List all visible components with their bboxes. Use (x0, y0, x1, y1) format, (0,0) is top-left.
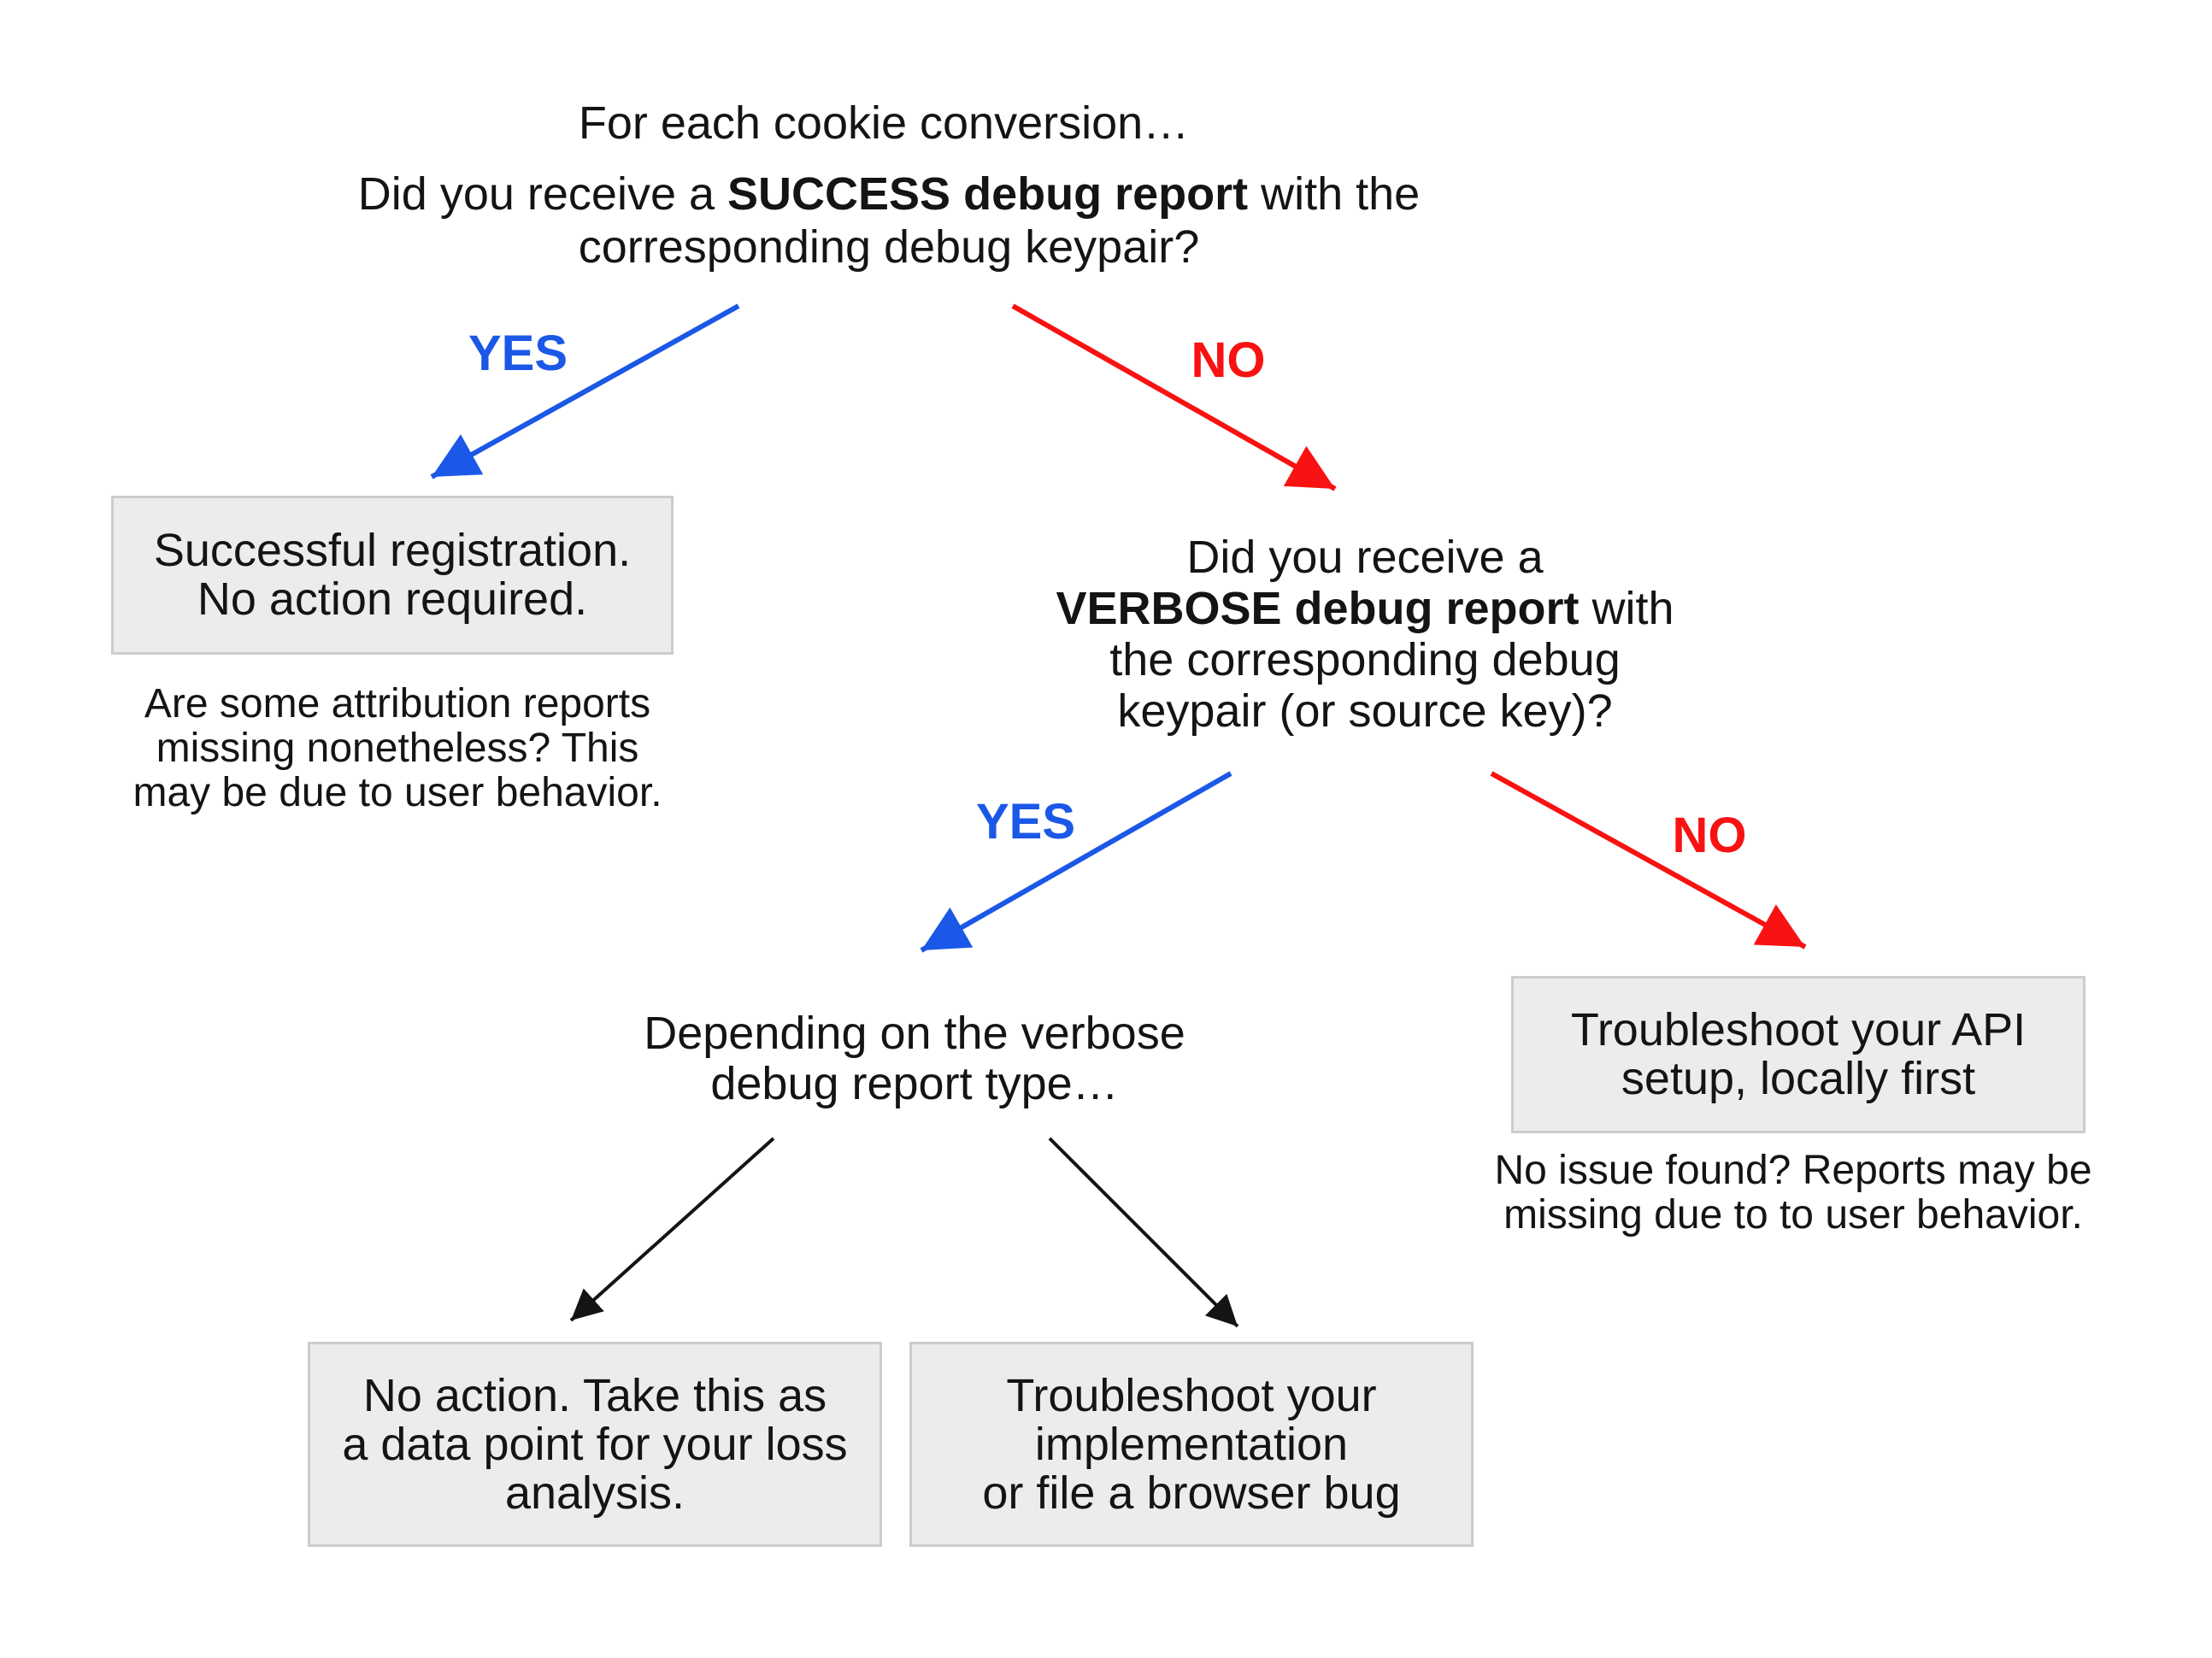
note-no-issue: No issue found? Reports may be missing d… (1494, 1148, 2092, 1238)
box-successful-line2: No action required. (197, 573, 588, 625)
question-verbose-line4: keypair (or source key)? (1117, 685, 1613, 737)
label-yes-level2: YES (975, 794, 1076, 850)
box-api-line2: setup, locally first (1621, 1053, 1976, 1104)
box-troubleshoot-api: Troubleshoot your API setup, locally fir… (1511, 976, 2086, 1133)
yes-arrow-level1 (430, 303, 740, 479)
box-no-action: No action. Take this as a data point for… (308, 1342, 882, 1547)
box-no-action-line1: No action. Take this as (362, 1369, 827, 1421)
note-attribution-reports: Are some attribution reports missing non… (132, 681, 662, 815)
no-arrow-level1 (1011, 303, 1337, 491)
box-no-action-line2: a data point for your loss (342, 1418, 848, 1470)
question-verbose-line2: VERBOSE debug report with (1056, 583, 1674, 634)
box-impl-line2: implementation (1034, 1418, 1349, 1470)
question-success-report: Did you receive a SUCCESS debug report w… (248, 168, 1530, 273)
statement-depending: Depending on the verbose debug report ty… (644, 1008, 1185, 1109)
box-troubleshoot-implementation: Troubleshoot your implementation or file… (909, 1342, 1474, 1547)
verbose-arrow-left (569, 1137, 775, 1322)
flow-title: For each cookie conversion… (578, 97, 1190, 149)
box-successful-line1: Successful registration. (153, 525, 632, 576)
question-verbose-report: Did you receive a VERBOSE debug report w… (1023, 532, 1707, 737)
box-api-line1: Troubleshoot your API (1570, 1004, 2027, 1055)
box-no-action-line3: analysis. (504, 1467, 685, 1519)
label-no-level2: NO (1672, 808, 1747, 863)
box-impl-line1: Troubleshoot your (1006, 1369, 1377, 1421)
question-verbose-line1: Did you receive a (1186, 532, 1544, 583)
verbose-arrow-right (1048, 1137, 1239, 1328)
question-success-line1: Did you receive a SUCCESS debug report w… (357, 168, 1421, 220)
label-no-level1: NO (1191, 332, 1266, 388)
box-successful-registration: Successful registration. No action requi… (111, 496, 674, 655)
question-success-line2: corresponding debug keypair? (578, 221, 1200, 273)
box-impl-line3: or file a browser bug (982, 1467, 1401, 1519)
no-arrow-level2 (1490, 771, 1807, 950)
question-verbose-line3: the corresponding debug (1109, 634, 1621, 685)
label-yes-level1: YES (468, 326, 568, 381)
yes-arrow-level2 (920, 771, 1232, 953)
